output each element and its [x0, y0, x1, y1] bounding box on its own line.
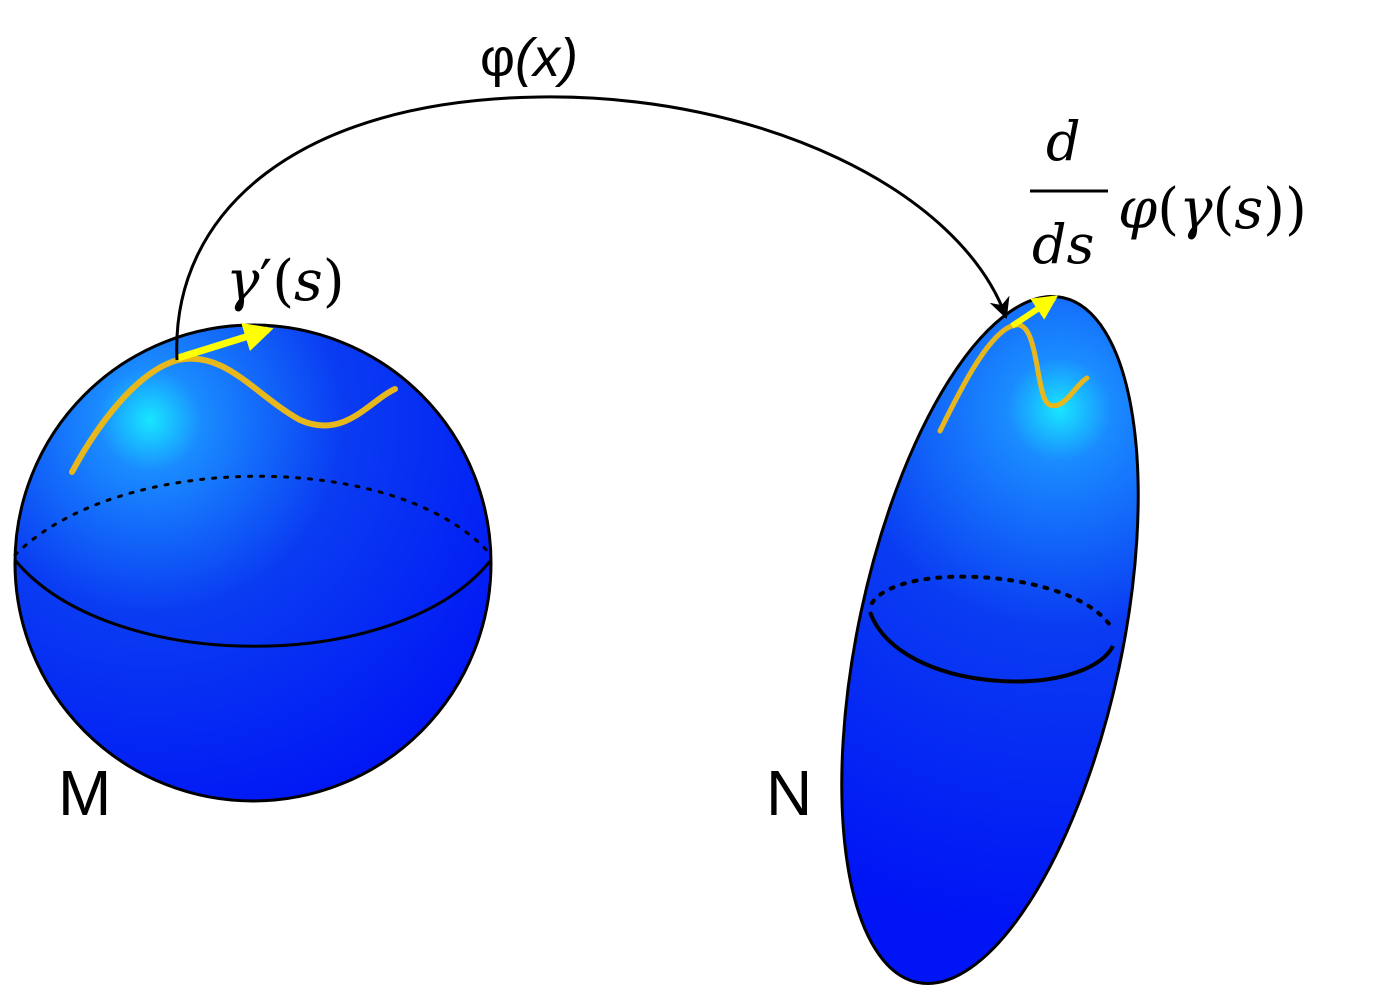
ellipsoid-tangent-arrow — [1010, 295, 1059, 329]
sphere-equator-front — [13, 559, 493, 648]
pushforward-expression: φ(γ(s)) — [1118, 177, 1307, 242]
source-tangent-label: γ′(s) — [226, 249, 345, 314]
source-manifold-label: M — [58, 757, 111, 829]
sphere-tangent-arrow — [176, 322, 274, 362]
map-label: φ(x) — [480, 28, 578, 88]
sphere-surface — [13, 323, 493, 803]
map-arrow — [175, 95, 1010, 361]
ellipsoid-equator-front — [868, 611, 1115, 684]
derivative-denominator: ds — [1032, 213, 1094, 276]
ellipsoid-surface — [840, 295, 1140, 985]
target-tangent-label: d ds φ(γ(s)) — [1030, 110, 1307, 276]
ellipsoid-equator-back — [870, 574, 1115, 632]
sphere-m — [13, 322, 493, 803]
derivative-numerator: d — [1046, 110, 1081, 173]
ellipsoid-curve — [937, 322, 1090, 434]
sphere-curve — [69, 355, 398, 475]
ellipsoid-n — [840, 295, 1140, 985]
target-manifold-label: N — [766, 757, 812, 829]
